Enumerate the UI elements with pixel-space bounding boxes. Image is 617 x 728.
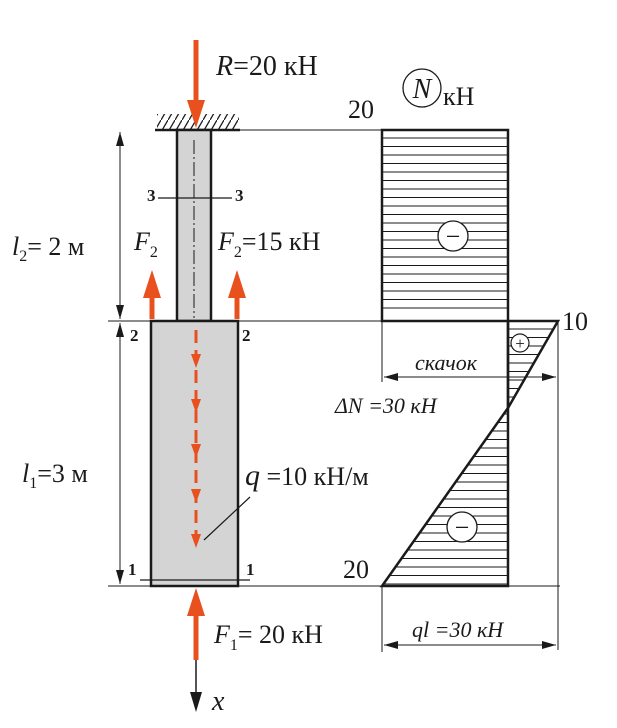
epure-top-value: 20 — [348, 95, 374, 124]
jump-value: ΔN =30 кН — [334, 393, 438, 418]
ql-dimension — [384, 641, 556, 649]
f2-left-label: F2 — [133, 227, 158, 261]
minus-sign-top: − — [437, 220, 469, 252]
f2-right-arrow — [228, 270, 246, 319]
ql-label: ql =30 кН — [412, 617, 504, 642]
f2-left-arrow — [143, 270, 161, 319]
dimension-l2 — [116, 132, 124, 319]
f1-label: F1= 20 кН — [213, 620, 323, 654]
q-label: q =10 кН/м — [245, 459, 369, 492]
svg-text:2: 2 — [242, 326, 251, 345]
f2-right-label: F2=15 кН — [217, 227, 321, 261]
svg-text:1: 1 — [128, 560, 137, 579]
section-3-3: 3 3 — [147, 186, 244, 205]
svg-text:−: − — [455, 513, 470, 542]
svg-text:3: 3 — [235, 186, 244, 205]
l1-label: l1=3 м — [22, 459, 88, 492]
minus-sign-bottom: − — [446, 511, 478, 543]
reaction-force-arrow — [187, 40, 205, 128]
svg-text:N: N — [412, 74, 433, 105]
svg-text:+: + — [515, 334, 525, 353]
epure-guides — [381, 321, 559, 652]
epure-title: N кН — [402, 68, 475, 111]
svg-text:1: 1 — [246, 560, 255, 579]
epure-upper-region — [380, 128, 510, 323]
svg-text:кН: кН — [443, 82, 475, 111]
plus-sign: + — [510, 333, 530, 353]
reaction-label: R=20 кН — [215, 51, 318, 82]
distributed-load-arrows — [191, 330, 201, 548]
epure-bottom-value: 20 — [343, 555, 369, 584]
x-axis-label: x — [211, 686, 225, 717]
svg-text:−: − — [446, 222, 461, 251]
section-2-2: 2 2 — [130, 326, 251, 345]
dimension-l1 — [116, 323, 124, 584]
x-axis-arrow — [190, 660, 202, 712]
f1-arrow — [187, 588, 205, 660]
q-leader-line — [203, 496, 251, 541]
l2-label: l2= 2 м — [12, 232, 84, 265]
epure-mid-value: 10 — [562, 307, 588, 336]
jump-word: скачок — [415, 350, 478, 375]
svg-text:3: 3 — [147, 186, 156, 205]
svg-text:2: 2 — [130, 326, 139, 345]
section-1-1: 1 1 — [128, 560, 255, 581]
jump-dimension — [384, 373, 556, 381]
